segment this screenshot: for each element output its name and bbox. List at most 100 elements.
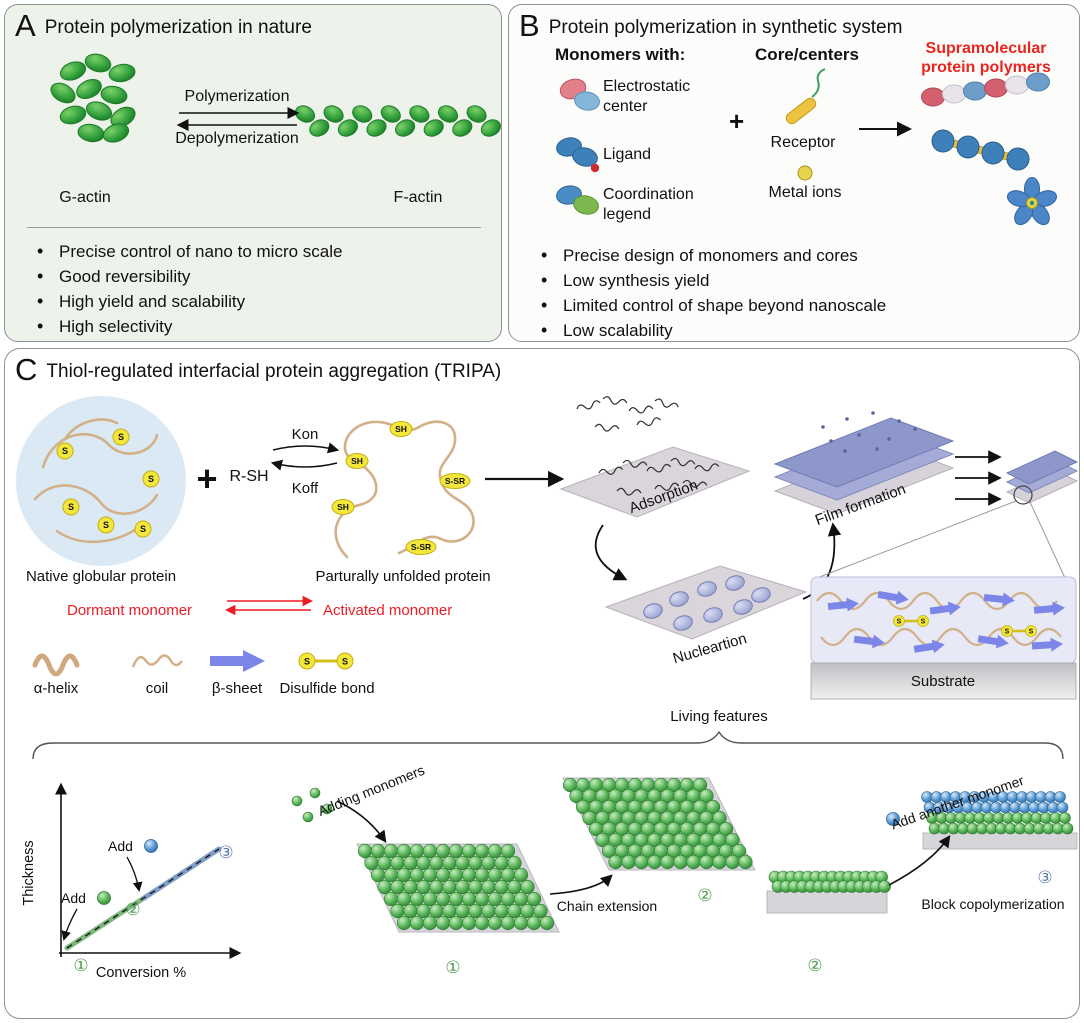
bullet-item: Limited control of shape beyond nanoscal… bbox=[533, 293, 1067, 318]
final-film bbox=[816, 450, 1079, 579]
svg-text:S: S bbox=[103, 520, 109, 530]
svg-text:α-helix: α-helix bbox=[34, 680, 79, 697]
adding-monomers-arrow bbox=[336, 800, 387, 843]
living-features-label: Living features bbox=[670, 708, 768, 725]
bullet-item: Precise design of monomers and cores bbox=[533, 243, 1067, 268]
green-monomer-ball bbox=[97, 891, 111, 905]
slab3-base bbox=[766, 890, 888, 914]
dormant-monomer-label: Dormant monomer bbox=[67, 602, 192, 619]
bullet-item: Low scalability bbox=[533, 318, 1067, 343]
nucleation-to-film-arrow bbox=[802, 522, 842, 600]
coordination-monomer-icon bbox=[556, 185, 599, 215]
chain-extension-arrow bbox=[549, 874, 613, 895]
film-formation-stage: Film formation bbox=[773, 411, 955, 529]
depolymerization-label: Depolymerization bbox=[175, 130, 299, 147]
svg-text:S: S bbox=[1029, 629, 1034, 636]
f-actin-filament bbox=[294, 105, 501, 137]
svg-text:S: S bbox=[140, 524, 146, 534]
add-another-arrow bbox=[888, 835, 951, 886]
y-axis-label: Thickness bbox=[21, 840, 37, 905]
chain-extension-sequence: Adding monomers ① Chain extension ② bbox=[291, 762, 756, 977]
airborne-proteins bbox=[576, 396, 679, 432]
coordination-label: Coordination legend bbox=[603, 186, 694, 223]
bullet-item: Good reversibility bbox=[29, 264, 489, 289]
right-step-2: ② bbox=[807, 956, 822, 975]
receptor-label: Receptor bbox=[770, 134, 836, 151]
svg-text:Disulfide bond: Disulfide bond bbox=[279, 680, 374, 697]
block-copolymerization-sequence: ② Add another monomer ③ Block copolymeri… bbox=[766, 772, 1078, 975]
block-copolymerization-label: Block copolymerization bbox=[921, 896, 1064, 912]
svg-text:S: S bbox=[342, 657, 348, 667]
svg-text:S: S bbox=[118, 432, 124, 442]
seed-slab bbox=[768, 870, 891, 893]
electrostatic-polymer-chain bbox=[921, 72, 1050, 107]
add-green-arrow bbox=[61, 908, 78, 941]
svg-text:SH: SH bbox=[395, 424, 407, 434]
svg-text:S: S bbox=[62, 446, 68, 456]
metal-ions-label: Metal ions bbox=[768, 184, 842, 201]
bullet-item: High selectivity bbox=[29, 314, 489, 339]
growth-dashed-line bbox=[66, 848, 220, 949]
panel-c-title: Thiol-regulated interfacial protein aggr… bbox=[46, 361, 502, 382]
receptor-icon bbox=[785, 68, 826, 125]
svg-text:SH: SH bbox=[337, 502, 349, 512]
svg-text:S: S bbox=[897, 619, 902, 626]
mid-step-1: ① bbox=[445, 958, 460, 977]
zoom-circle bbox=[1013, 485, 1033, 505]
brace bbox=[32, 730, 1064, 760]
panel-a-letter: A bbox=[15, 8, 36, 43]
koff-label: Koff bbox=[292, 480, 319, 497]
bullet-item: High yield and scalability bbox=[29, 289, 489, 314]
bullet-item: Precise control of nano to micro scale bbox=[29, 239, 489, 264]
kon-label: Kon bbox=[292, 426, 319, 443]
kon-arrow bbox=[272, 442, 340, 454]
metal-ion-icon bbox=[797, 165, 813, 181]
panel-b-title: Protein polymerization in synthetic syst… bbox=[548, 17, 903, 38]
beta-sheet-icon bbox=[210, 650, 265, 672]
g-actin-cluster bbox=[50, 53, 136, 143]
nucleation-stage: Nucleartion bbox=[604, 565, 808, 667]
svg-text:S: S bbox=[921, 619, 926, 626]
plus-sign: + bbox=[196, 458, 217, 499]
monomers-header: Monomers with: bbox=[555, 45, 686, 64]
monolayer-slab bbox=[357, 843, 555, 931]
block-copolymer-slab bbox=[921, 791, 1074, 835]
panel-b: B Protein polymerization in synthetic sy… bbox=[508, 4, 1080, 343]
panel-a-bullets: Precise control of nano to micro scale G… bbox=[29, 239, 489, 339]
panel-a-header: A Protein polymerization in nature bbox=[15, 7, 312, 45]
panel-a-title: Protein polymerization in nature bbox=[44, 17, 312, 38]
substrate-label: Substrate bbox=[911, 673, 975, 690]
bullet-item: Low synthesis yield bbox=[533, 268, 1067, 293]
ligand-label: Ligand bbox=[603, 146, 652, 163]
native-protein-label: Native globular protein bbox=[26, 568, 176, 585]
panel-c-letter: C bbox=[15, 352, 38, 387]
panel-b-header: B Protein polymerization in synthetic sy… bbox=[519, 7, 902, 45]
adsorption-to-nucleation-arrow bbox=[594, 524, 628, 581]
svg-text:β-sheet: β-sheet bbox=[212, 680, 263, 697]
svg-text:coil: coil bbox=[146, 680, 169, 697]
activated-monomer-label: Activated monomer bbox=[323, 602, 452, 619]
panel-a: A Protein polymerization in nature Polym… bbox=[4, 4, 502, 342]
x-axis-label: Conversion % bbox=[96, 965, 186, 981]
electrostatic-monomer-icon bbox=[559, 78, 600, 111]
unfolded-protein-label: Parturally unfolded protein bbox=[315, 568, 490, 585]
polymers-header: Supramolecular protein polymers bbox=[921, 40, 1051, 76]
svg-text:SH: SH bbox=[351, 456, 363, 466]
divider bbox=[27, 227, 481, 228]
receptor-polymer-chain bbox=[931, 129, 1030, 171]
add-blue-arrow bbox=[126, 856, 143, 892]
actin-illustration: Polymerization Depolymerization bbox=[50, 53, 501, 147]
film-texture-dots bbox=[821, 411, 917, 453]
step-1: ① bbox=[73, 956, 88, 975]
ligand-monomer-icon bbox=[556, 137, 600, 173]
add-green-label: Add bbox=[61, 890, 86, 906]
unfolded-protein-graphic: SH SH SH S-SR S-SR bbox=[331, 420, 475, 559]
nuclei-blobs bbox=[643, 575, 771, 631]
f-actin-label: F-actin bbox=[393, 189, 443, 206]
